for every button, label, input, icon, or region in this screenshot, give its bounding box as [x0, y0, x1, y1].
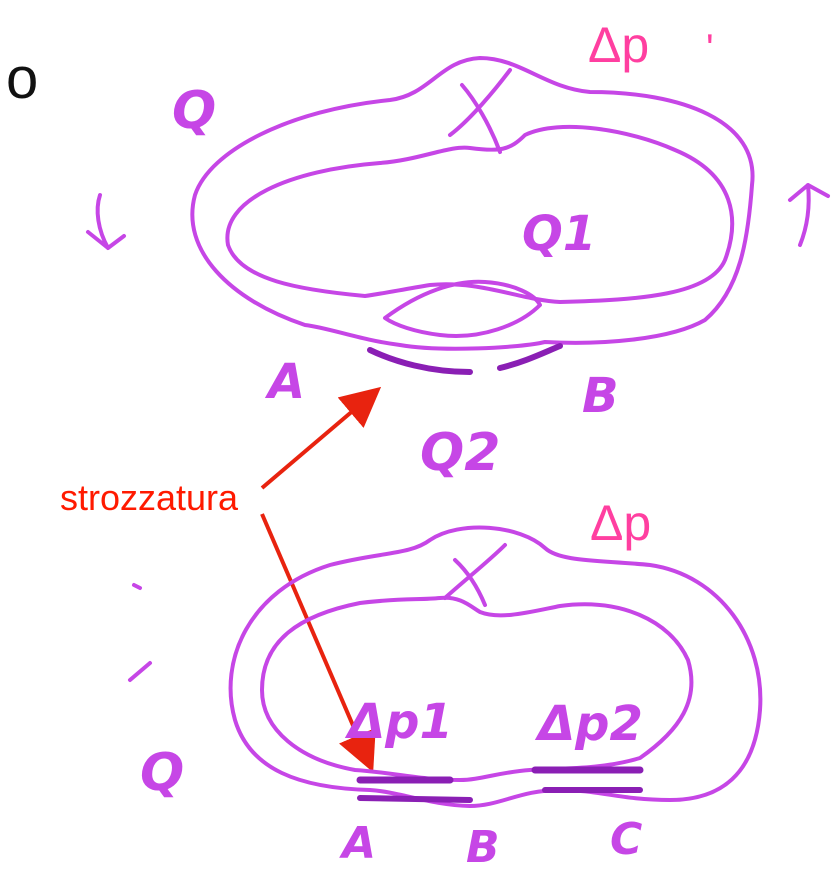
top-circuit — [86, 56, 830, 375]
bottom-delta-p1-label: Δp1 — [344, 694, 453, 750]
top-left-flow-arrow — [86, 193, 126, 250]
top-branch1-label: Q1 — [522, 206, 596, 262]
top-node-a-segment — [367, 347, 473, 375]
bottom-node-b-label: B — [466, 822, 500, 870]
top-node-a-label: A — [264, 354, 305, 410]
top-flow-label: Q — [172, 81, 216, 141]
bottom-outer-pipe — [228, 525, 763, 808]
top-element-x-stroke1 — [448, 68, 512, 137]
top-element-x-stroke2 — [460, 83, 502, 154]
top-outer-pipe — [190, 56, 755, 351]
bottom-element-x-stroke1 — [443, 543, 507, 600]
bottom-node-a-label: A — [339, 818, 376, 869]
annotation-label: strozzatura — [60, 477, 239, 518]
bottom-node-a-lower — [357, 795, 473, 803]
bottom-flow-label: Q — [140, 743, 184, 803]
top-dot-mark: ' — [706, 27, 714, 71]
corner-text: o — [6, 46, 38, 111]
top-node-b-segment — [497, 343, 563, 371]
bottom-stray-mark2 — [128, 661, 152, 682]
bottom-delta-p2-label: Δp2 — [534, 696, 643, 752]
top-delta-p-label: Δp — [588, 17, 649, 73]
top-node-b-label: B — [582, 368, 619, 424]
bottom-delta-p-label: Δp — [590, 495, 651, 551]
bottom-stray-mark1 — [132, 583, 142, 590]
top-bypass-lens — [383, 279, 542, 338]
annotation-arrow-bottom — [260, 513, 376, 773]
bottom-inner-pipe — [260, 595, 694, 782]
top-right-flow-arrow — [788, 183, 830, 247]
bottom-element-x-stroke2 — [453, 558, 487, 607]
top-inner-pipe — [225, 124, 735, 304]
annotation-arrow-top — [260, 386, 382, 490]
bottom-circuit — [128, 525, 763, 808]
top-branch2-label: Q2 — [420, 423, 500, 483]
bottom-node-c-label: C — [610, 814, 642, 865]
